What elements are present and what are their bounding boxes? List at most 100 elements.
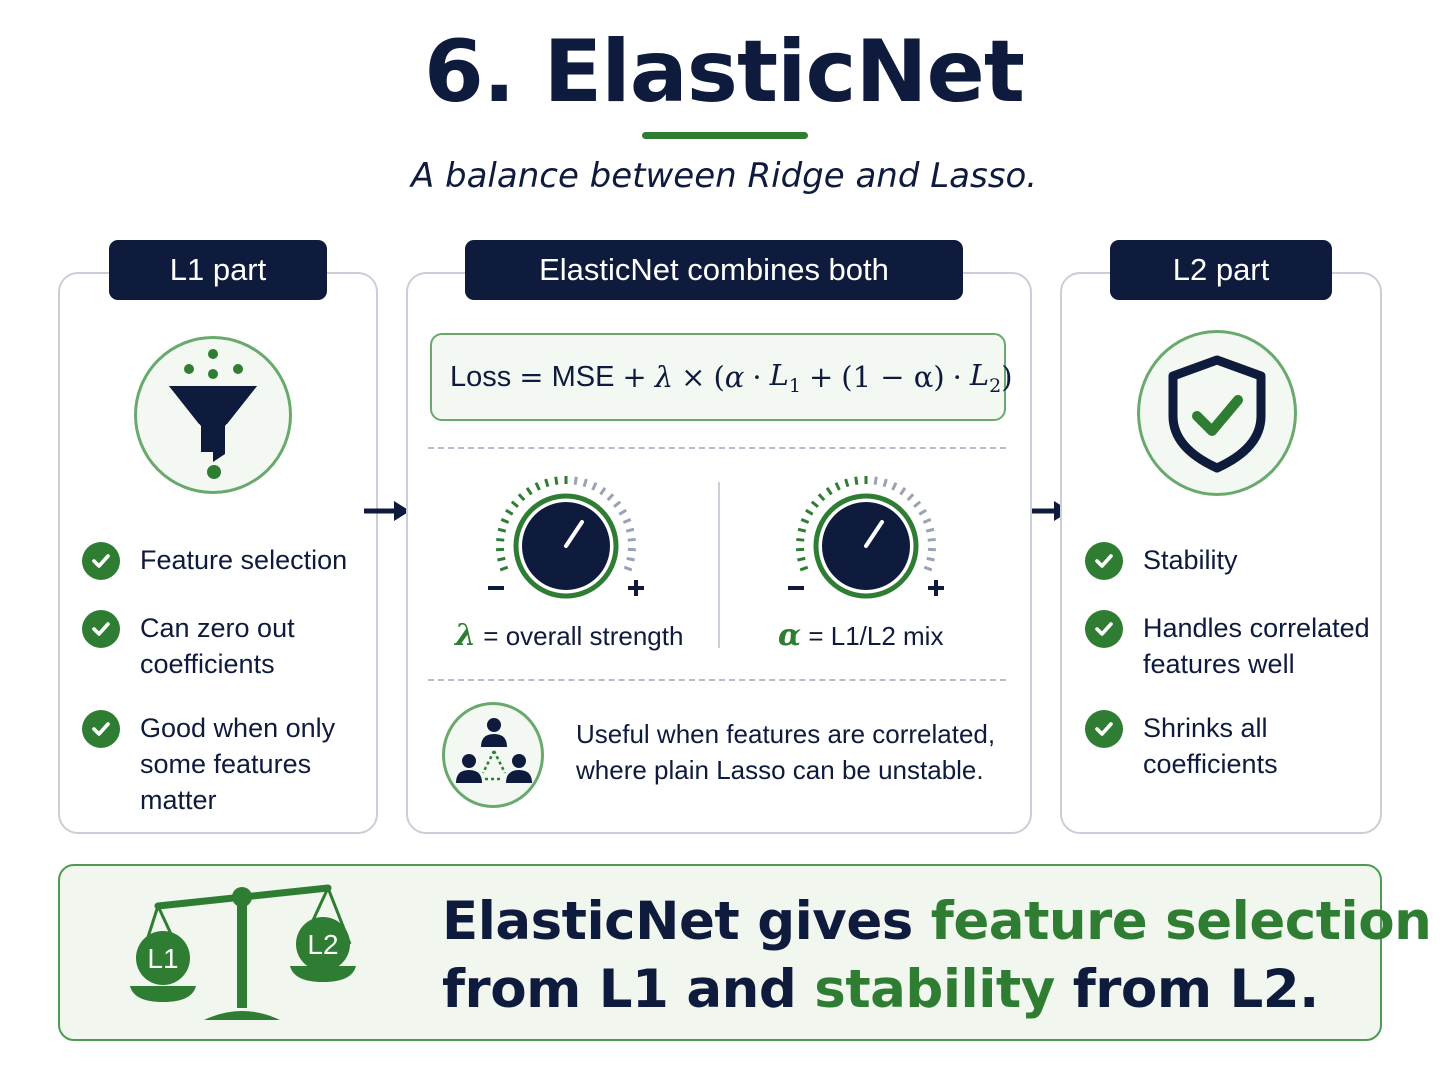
divider-dashed (428, 447, 1006, 449)
l2-item-1-text: Stability (1143, 545, 1238, 575)
check-icon (82, 610, 120, 648)
title-underline (642, 132, 808, 139)
knob-tick (573, 476, 578, 485)
knob-tick (623, 565, 633, 572)
knob-tick (496, 537, 505, 542)
balance-scale-icon: L1 L2 (130, 884, 356, 1020)
lambda-label: λ = overall strength (455, 618, 683, 653)
knob-tick (499, 565, 509, 572)
knob-tick (525, 487, 533, 496)
knob-tick (797, 527, 807, 533)
formula-dot-2: · (952, 360, 962, 394)
knob-tick (627, 537, 636, 542)
knob-tick (796, 537, 805, 542)
knob-tick (510, 500, 519, 508)
check-icon (82, 542, 120, 580)
alpha-symbol: α (778, 618, 802, 653)
knob-tick (882, 478, 888, 488)
l2-icon-circle (1137, 330, 1297, 496)
l2-item-3-text: Shrinks all coefficients (1143, 713, 1278, 779)
knob-tick (626, 556, 635, 562)
formula-plus-2: + (808, 360, 834, 394)
correlation-note: Useful when features are correlated, whe… (576, 716, 995, 788)
funnel-icon (169, 349, 257, 479)
l2-item-1: Stability (1085, 542, 1363, 580)
check-icon (1085, 710, 1123, 748)
knob-tick (618, 508, 627, 516)
knob-tick (517, 493, 526, 502)
note-line-1: Useful when features are correlated, (576, 719, 996, 749)
l2-panel-tag: L2 part (1110, 240, 1332, 300)
knob-tick (854, 476, 859, 485)
formula-l1: L1 (769, 357, 801, 397)
formula-mse: MSE (551, 360, 615, 393)
knob-tick (923, 565, 933, 572)
summary-text: ElasticNet gives feature selection from … (442, 888, 1432, 1024)
formula-times: × (681, 360, 706, 394)
page-title: 6. ElasticNet (424, 22, 1025, 122)
formula-plus: + (622, 360, 647, 394)
alpha-description: = L1/L2 mix (808, 621, 944, 651)
l1-item-3-text: Good when only some features matter (140, 713, 336, 815)
l2-item-3: Shrinks all coefficients (1085, 710, 1323, 782)
l1-item-2: Can zero out coefficients (82, 610, 320, 682)
knob-tick (926, 556, 935, 562)
knob-tick (797, 556, 806, 562)
knob-tick (591, 482, 598, 491)
knob-tick (599, 487, 607, 496)
knob-tick (834, 482, 841, 491)
elasticnet-panel-tag: ElasticNet combines both (465, 240, 963, 300)
formula-l2: L2 (969, 357, 1002, 397)
l2-item-2-text: Handles correlated features well (1143, 613, 1370, 679)
knob-tick (918, 508, 927, 516)
knob-tick (810, 500, 819, 508)
formula-one-minus-alpha: (1 − α) (841, 360, 945, 394)
l1-item-1-text: Feature selection (140, 545, 348, 575)
formula-close: ) (1001, 360, 1013, 394)
knob-tick (613, 500, 622, 508)
knob-tick (622, 518, 632, 524)
knob-tick (500, 518, 510, 524)
knob-tick (497, 556, 506, 562)
formula-eq: = (519, 360, 544, 394)
knob-tick (505, 508, 514, 516)
formula-open: ( (713, 360, 725, 394)
knob-tick (625, 527, 635, 533)
knob-tick (891, 482, 898, 491)
formula-dot: · (752, 360, 762, 394)
knob-tick (544, 478, 550, 488)
l1-icon-circle (134, 336, 292, 494)
note-line-2: where plain Lasso can be unstable. (576, 755, 984, 785)
formula-lambda: λ (654, 360, 674, 394)
knob-tick (922, 518, 932, 524)
loss-formula: Loss = MSE + λ × ( α · L1 + (1 − α) · L2… (430, 333, 1013, 421)
knob-tick (800, 518, 810, 524)
lambda-knob-icon (488, 476, 644, 599)
summary-highlight-feature-selection: feature selection (930, 891, 1432, 952)
knob-tick (899, 487, 907, 496)
l1-item-1: Feature selection (82, 542, 360, 580)
divider-dashed (428, 679, 1006, 681)
knob-tick (497, 527, 507, 533)
network-people-icon (456, 718, 532, 783)
lambda-symbol: λ (455, 618, 477, 653)
knob-separator (718, 482, 720, 648)
check-icon (1085, 542, 1123, 580)
check-icon (1085, 610, 1123, 648)
shield-check-icon (1168, 355, 1266, 473)
formula-loss: Loss (450, 360, 512, 393)
l1-panel-tag: L1 part (109, 240, 327, 300)
lambda-description: = overall strength (483, 621, 684, 651)
alpha-knob-icon (788, 476, 944, 599)
knob-tick (817, 493, 826, 502)
knob-tick (582, 478, 588, 488)
knob-tick (799, 565, 809, 572)
knob-tick (925, 527, 935, 533)
knob-tick (554, 476, 559, 485)
l1-item-2-text: Can zero out coefficients (140, 613, 295, 679)
summary-line1-a: ElasticNet gives (442, 891, 931, 952)
l2-item-2: Handles correlated features well (1085, 610, 1383, 682)
check-icon (82, 710, 120, 748)
summary-line2-a: from L1 and (442, 959, 815, 1020)
l1-item-3: Good when only some features matter (82, 710, 380, 818)
